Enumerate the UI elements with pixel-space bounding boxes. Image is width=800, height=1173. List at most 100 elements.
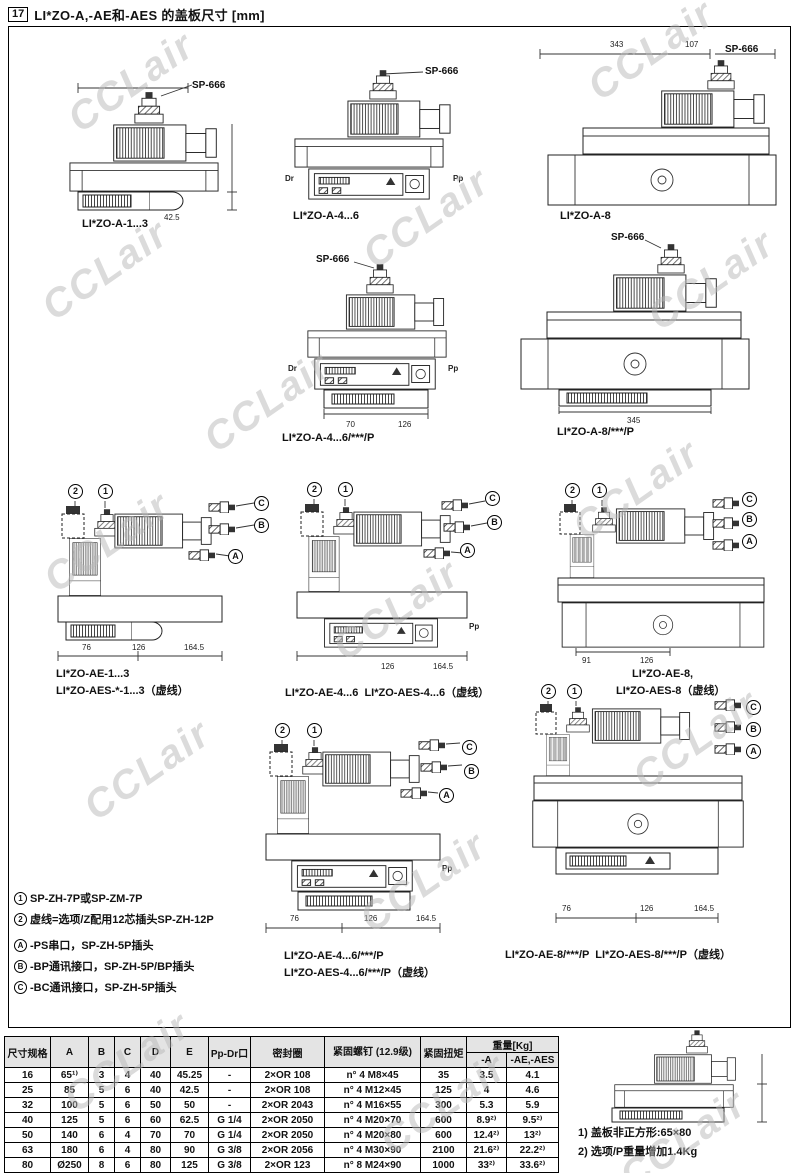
table-cell: 13²⁾	[506, 1127, 559, 1143]
table-cell: n° 4 M20×80	[324, 1127, 421, 1143]
drawing-a-1-3: SP-666 42.5 LI*ZO-A-1...3	[60, 80, 260, 235]
dr-port-label: Dr	[288, 364, 297, 373]
table-cell: 6	[114, 1157, 141, 1173]
dimension-label: 126	[640, 656, 654, 665]
dimension-label: 343	[610, 40, 624, 49]
table-cell: n° 4 M20×70	[324, 1112, 421, 1128]
drawing-caption: LI*ZO-AE-8,	[632, 668, 694, 680]
callout-2: 2	[14, 912, 27, 926]
drawing-caption: LI*ZO-A-8/***/P	[557, 426, 635, 438]
table-side-drawing	[588, 1030, 788, 1126]
table-cell: 5.3	[466, 1097, 507, 1113]
table-cell: 40	[140, 1082, 171, 1098]
drawing-frame	[8, 26, 791, 1028]
dimension-label: 76	[290, 914, 299, 923]
drawing-caption: LI*ZO-A-4...6/***/P	[282, 432, 375, 444]
callout-b: B	[254, 518, 269, 533]
drawing-ae-4-6: 2 1 C B A Pp 126 164.5 LI*ZO-AE-4...6 LI…	[285, 456, 513, 706]
callout-1: 1	[592, 483, 607, 498]
dimension-label: 42.5	[164, 213, 180, 222]
dimension-table: 尺寸规格 A B C D E Pp-Dr口 密封圈 紧固螺钉 (12.9级) 紧…	[4, 1036, 559, 1173]
table-cell: 125	[420, 1082, 467, 1098]
drawing-caption: LI*ZO-AE-4...6 LI*ZO-AES-4...6（虚线）	[285, 687, 490, 699]
drawing-a-4-6-p: SP-666 Dr Pp 70 126 LI*ZO-A-4...6/***/P	[282, 248, 482, 448]
drawing-caption-2: LI*ZO-AES-4...6/***/P（虚线）	[284, 967, 435, 979]
table-cell: 16	[4, 1067, 51, 1083]
note-c: C-BC通讯接口，SP-ZH-5P插头	[14, 979, 214, 995]
table-cell: 90	[170, 1142, 209, 1158]
table-cell: 100	[50, 1097, 89, 1113]
table-cell: 600	[420, 1112, 467, 1128]
callout-a: A	[228, 549, 243, 564]
callout-2: 2	[565, 483, 580, 498]
table-cell: 50	[170, 1097, 209, 1113]
table-cell: 2100	[420, 1142, 467, 1158]
table-cell: 6	[88, 1127, 115, 1143]
valve-graphic	[265, 739, 463, 933]
col-header-pp-dr: Pp-Dr口	[208, 1036, 251, 1068]
drawing-caption: LI*ZO-A-8	[560, 210, 611, 222]
table-cell: 6	[114, 1097, 141, 1113]
pp-port-label: Pp	[469, 622, 480, 631]
table-cell: 70	[140, 1127, 171, 1143]
table-cell: n° 4 M12×45	[324, 1082, 421, 1098]
page-title: LI*ZO-A,-AE和-AES 的盖板尺寸 [mm]	[34, 8, 265, 23]
table-cell: G 1/4	[208, 1112, 251, 1128]
callout-1: 1	[567, 684, 582, 699]
table-cell: 5	[88, 1112, 115, 1128]
col-header-seal: 密封圈	[250, 1036, 325, 1068]
table-cell: G 1/4	[208, 1127, 251, 1143]
table-cell: 4	[114, 1067, 141, 1083]
table-cell: G 3/8	[208, 1142, 251, 1158]
table-cell: 80	[4, 1157, 51, 1173]
table-cell: -	[208, 1082, 251, 1098]
table-cell: 5	[88, 1082, 115, 1098]
table-cell: 600	[420, 1127, 467, 1143]
section-number: 17	[8, 7, 29, 22]
callout-a: A	[460, 543, 475, 558]
table-cell: -	[208, 1097, 251, 1113]
table-cell: 4.1	[506, 1067, 559, 1083]
callout-2: 2	[307, 482, 322, 497]
table-cell: 80	[140, 1142, 171, 1158]
callout-1: 1	[98, 484, 113, 499]
table-cell: 25	[4, 1082, 51, 1098]
table-cell: 42.5	[170, 1082, 209, 1098]
note-text: -BP通讯接口，SP-ZH-5P/BP插头	[30, 961, 195, 973]
callout-1: 1	[338, 482, 353, 497]
footnote-2: 2) 选项/P重量增加1.4Kg	[578, 1146, 698, 1158]
table-cell: 125	[170, 1157, 209, 1173]
dimension-label: 76	[82, 643, 91, 652]
drawing-caption-2: LI*ZO-AES-8（虚线）	[616, 685, 726, 697]
dimension-label: 107	[685, 40, 699, 49]
callout-c: C	[254, 496, 269, 511]
table-cell: 5.9	[506, 1097, 559, 1113]
table-cell: n° 4 M30×90	[324, 1142, 421, 1158]
drawing-a-8-p: SP-666 345 LI*ZO-A-8/***/P	[495, 232, 787, 442]
table-cell: 6	[114, 1082, 141, 1098]
callout-1: 1	[14, 891, 27, 905]
drawing-caption-2: LI*ZO-AES-*-1...3（虚线）	[56, 685, 189, 697]
col-header-weight-ae: -AE,-AES	[506, 1052, 559, 1068]
drawing-ae-4-6-p: 2 1 C B A Pp 76 126 164.5 LI*ZO-AE-4...6…	[252, 700, 510, 988]
note-a: A-PS串口，SP-ZH-5P插头	[14, 937, 214, 953]
dimension-label: 164.5	[184, 643, 205, 652]
drawing-ae-8: 2 1 C B A 91 126 LI*ZO-AE-8, LI*ZO-AES-8…	[520, 452, 790, 702]
callout-a: A	[746, 744, 761, 759]
note-text: -PS串口，SP-ZH-5P插头	[30, 940, 154, 952]
dimension-label: 164.5	[433, 662, 454, 671]
drawing-caption: LI*ZO-A-1...3	[82, 218, 149, 230]
table-cell: 140	[50, 1127, 89, 1143]
sp-666-label: SP-666	[425, 66, 459, 77]
col-header-weight-a: -A	[466, 1052, 507, 1068]
table-cell: 80	[140, 1157, 171, 1173]
note-text: -BC通讯接口，SP-ZH-5P插头	[30, 982, 177, 994]
callout-c: C	[485, 491, 500, 506]
table-cell: 1000	[420, 1157, 467, 1173]
table-cell: 45.25	[170, 1067, 209, 1083]
